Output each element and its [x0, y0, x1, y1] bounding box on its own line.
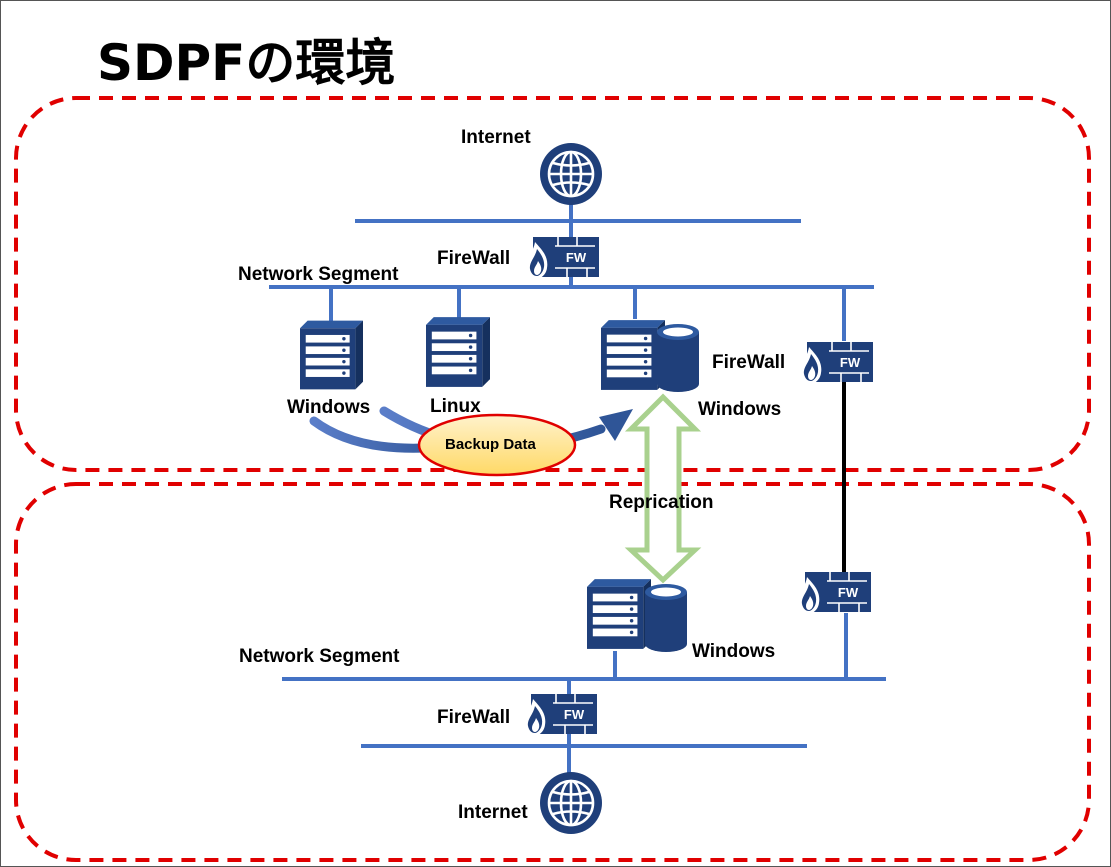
firewall-icon [525, 236, 600, 280]
firewall-icon [523, 693, 598, 737]
database-icon [657, 324, 699, 392]
side-firewall-label: FireWall [712, 352, 786, 373]
internet-label: Internet [461, 127, 531, 148]
firewall-label: FireWall [437, 248, 511, 269]
server-label-windows-1: Windows [287, 397, 371, 418]
server-label-linux: Linux [430, 396, 481, 417]
server-label-windows-2: Windows [698, 399, 782, 420]
firewall-label-dr: FireWall [437, 707, 511, 728]
server-icon [587, 579, 651, 649]
primary-zone-boundary [14, 96, 1091, 472]
network-segment-label: Network Segment [238, 264, 399, 285]
page-title: SDPFの環境 [97, 34, 396, 92]
replication-double-arrow [624, 393, 702, 584]
firewall-icon [799, 341, 874, 385]
backup-arrow-head [599, 409, 633, 441]
network-segment-label-dr: Network Segment [239, 646, 400, 667]
secondary-network-lines [282, 613, 886, 773]
secondary-zone-boundary [14, 482, 1091, 862]
globe-icon [539, 142, 603, 206]
backup-data-label: Backup Data [445, 436, 536, 453]
backup-data-ellipse [417, 413, 577, 477]
database-icon [645, 584, 687, 652]
server-label-windows-dr: Windows [692, 641, 776, 662]
server-icon [601, 320, 665, 390]
internet-label-dr: Internet [458, 802, 528, 823]
server-icon [426, 317, 490, 387]
globe-icon [539, 771, 603, 835]
server-icon [300, 320, 363, 390]
firewall-icon [797, 571, 872, 615]
replication-label: Reprication [609, 492, 714, 513]
